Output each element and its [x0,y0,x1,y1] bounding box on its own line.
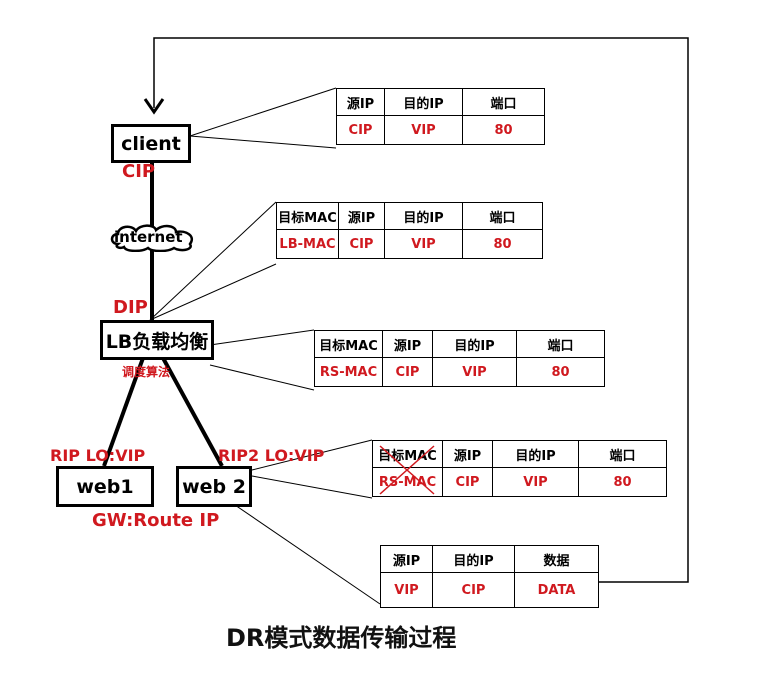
header-cell: 端口 [462,202,543,230]
internet-cloud-icon [110,224,193,252]
value-cell: RS-MAC [314,357,383,387]
return-path-line [153,37,689,583]
callout-4-top [251,439,373,471]
value-cell: CIP [336,115,385,145]
header-cell: 端口 [516,330,605,358]
packet-table-lb-forward: 目标MAC 源IP 目的IP 端口 RS-MAC CIP VIP 80 [314,330,605,387]
web1-node: web1 [56,466,154,507]
packet-table-client-request: 源IP 目的IP 端口 CIP VIP 80 [336,88,545,145]
header-cell: 目标MAC [372,440,443,468]
packet-table-lb-arrival: 目标MAC 源IP 目的IP 端口 LB-MAC CIP VIP 80 [276,202,543,259]
header-cell: 源IP [442,440,493,468]
callout-3-bottom [209,364,315,391]
rip1-label: RIP LO:VIP [50,446,146,465]
scheduler-label: 调度算法 [122,365,171,379]
header-cell: 数据 [514,545,599,573]
gateway-label: GW:Route IP [92,510,220,531]
callout-2-bottom [149,263,277,321]
header-cell: 源IP [338,202,385,230]
internet-label: internet [114,228,183,246]
callout-2-top [149,201,277,321]
header-cell: 目的IP [384,88,463,116]
value-cell: 80 [578,467,667,497]
header-cell: 源IP [336,88,385,116]
header-cell: 目标MAC [276,202,339,230]
value-cell: CIP [382,357,433,387]
value-cell: 80 [516,357,605,387]
value-cell: 80 [462,115,545,145]
lb-node: LB负载均衡 [100,320,214,360]
value-cell: LB-MAC [276,229,339,259]
callout-1-top [189,87,337,137]
packet-table-rs-receive: 目标MAC 源IP 目的IP 端口 RS-MAC CIP VIP 80 [372,440,667,497]
header-cell: 目的IP [432,545,515,573]
value-cell: 80 [462,229,543,259]
callout-5-line [234,504,381,605]
callout-1-bottom [189,135,337,149]
header-cell: 目的IP [432,330,517,358]
rip2-label: RIP2 LO:VIP [218,446,325,465]
dip-label: DIP [113,297,148,318]
cip-label: CIP [122,161,156,182]
web2-node: web 2 [176,466,252,507]
header-cell: 端口 [578,440,667,468]
value-cell: VIP [380,572,433,608]
value-cell: CIP [338,229,385,259]
header-cell: 目的IP [384,202,463,230]
value-cell: VIP [432,357,517,387]
value-cell: VIP [384,229,463,259]
header-cell: 源IP [380,545,433,573]
callout-4-bottom [251,475,373,499]
value-cell: DATA [514,572,599,608]
lb-web1-link [102,357,145,467]
mac-removed-cross-icon [379,445,435,495]
diagram-caption: DR模式数据传输过程 [226,624,457,652]
value-cell: CIP [442,467,493,497]
callout-3-top [209,329,315,346]
value-cell: VIP [492,467,579,497]
header-cell: 源IP [382,330,433,358]
value-cell: VIP [384,115,463,145]
client-node: client [111,124,191,163]
header-cell: 端口 [462,88,545,116]
header-cell: 目的IP [492,440,579,468]
lb-web2-link [161,357,224,467]
header-cell: 目标MAC [314,330,383,358]
value-cell: CIP [432,572,515,608]
packet-table-reply: 源IP 目的IP 数据 VIP CIP DATA [380,545,599,608]
return-arrow-head [143,98,165,115]
